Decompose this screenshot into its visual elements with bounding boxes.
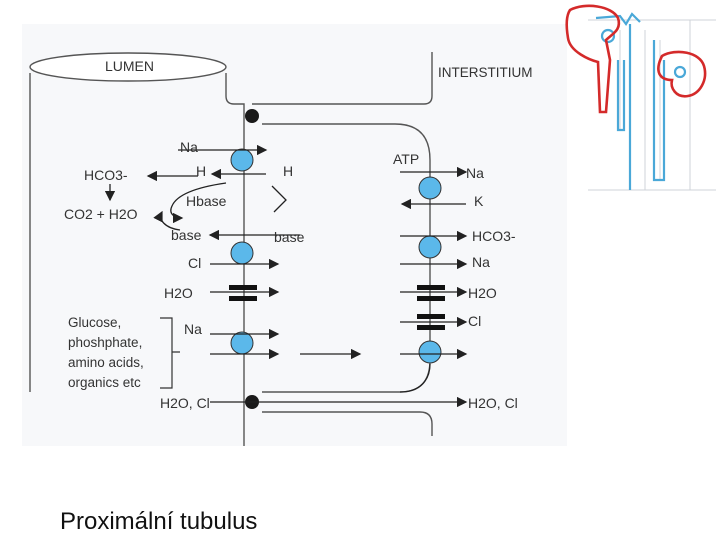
apical-transporters: [229, 148, 257, 355]
k-label-right: K: [474, 193, 484, 209]
cl-channel-right: [417, 314, 445, 319]
na-hco3-cotransporter: [418, 235, 442, 259]
basolateral-exit-transporter: [418, 340, 442, 364]
na-label-right: Na: [466, 165, 484, 181]
interstitium-boundary: [252, 52, 433, 105]
glucose-line-4: organics etc: [68, 375, 141, 390]
h-label-mid: H: [283, 163, 293, 179]
glucose-line-2: phoshphate,: [68, 335, 142, 350]
na-k-atpase: [418, 176, 442, 200]
cl-label-left: Cl: [188, 255, 201, 271]
h2o-label-right: H2O: [468, 285, 497, 301]
hbase-label: Hbase: [186, 193, 227, 209]
flux-arrows: [104, 144, 468, 408]
basolateral-transporters: [417, 176, 445, 364]
cl-label-right: Cl: [468, 313, 481, 329]
tight-junction-top: [245, 109, 259, 123]
co2-h2o-label: CO2 + H2O: [64, 206, 138, 222]
na-cotransporter: [230, 331, 254, 355]
glucose-line-3: amino acids,: [68, 355, 144, 370]
cotransport-bracket: [160, 317, 180, 389]
hco3-label-right: HCO3-: [472, 228, 516, 244]
na2-label-right: Na: [472, 254, 490, 270]
nhe-transporter: [230, 148, 254, 172]
aquaporin-right: [417, 296, 445, 301]
atp-label: ATP: [393, 151, 419, 167]
na-cotransport-label: Na: [184, 321, 202, 337]
h-label-left: H: [196, 163, 206, 179]
lower-cell-outline: [262, 411, 433, 436]
paracellular-label-left: H2O, Cl: [160, 395, 210, 411]
interstitium-label: INTERSTITIUM: [438, 65, 533, 80]
cl-channel-right: [417, 325, 445, 330]
hco3-label-left: HCO3-: [84, 167, 128, 183]
aquaporin-right: [417, 285, 445, 290]
cl-base-exchanger: [230, 241, 254, 265]
base-label-left: base: [171, 227, 202, 243]
nephron-thumbnail-icon: [565, 4, 716, 196]
aquaporin-left: [229, 285, 257, 290]
base-label-mid: base: [274, 229, 305, 245]
na-label-left: Na: [180, 139, 198, 155]
glucose-line-1: Glucose,: [68, 315, 121, 330]
paracellular-label-right: H2O, Cl: [468, 395, 518, 411]
lumen-label: LUMEN: [105, 58, 154, 74]
aquaporin-left: [229, 296, 257, 301]
h2o-label-left: H2O: [164, 285, 193, 301]
slide-caption: Proximální tubulus: [60, 508, 258, 535]
lumen-cylinder: [29, 52, 245, 446]
